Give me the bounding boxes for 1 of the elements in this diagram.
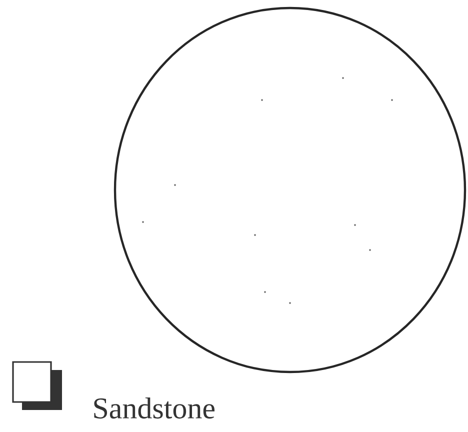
legend-label: Sandstone — [94, 397, 214, 419]
